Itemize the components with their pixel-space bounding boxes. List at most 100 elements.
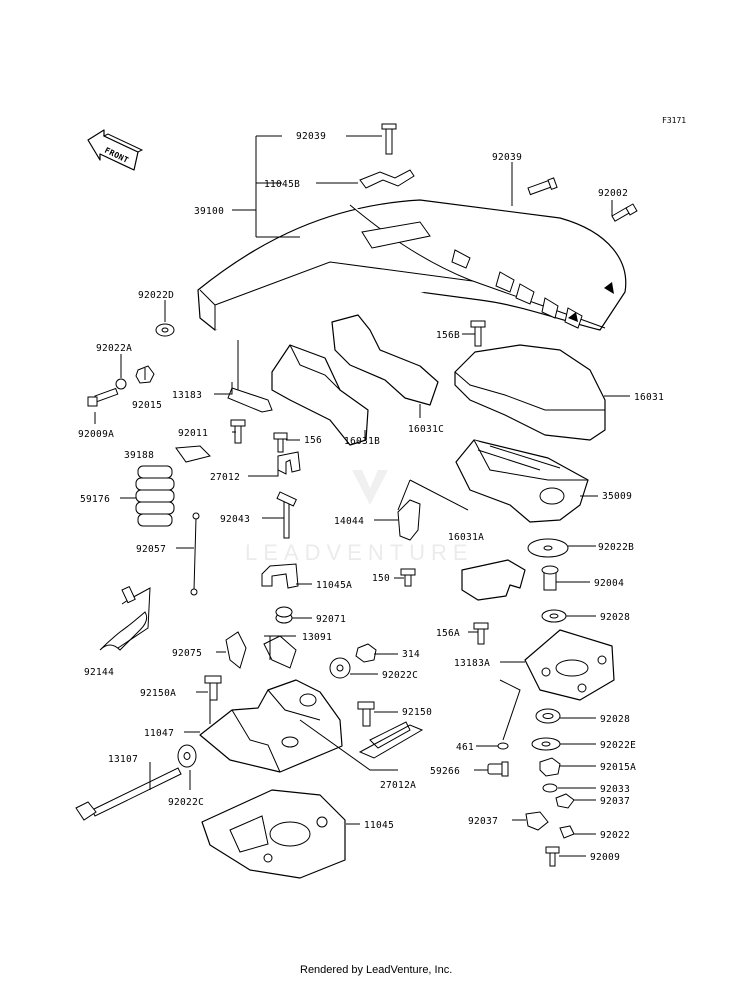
cushion-16031a-part (461, 559, 526, 601)
callout-92150a[interactable]: 92150A (140, 688, 176, 699)
washer-92022-part (559, 825, 575, 839)
washer-92022a-part (115, 378, 127, 390)
callout-14044[interactable]: 14044 (334, 516, 364, 527)
nut-92015a-part (539, 757, 561, 777)
callout-92150[interactable]: 92150 (402, 707, 432, 718)
rod-92043-part (276, 491, 297, 539)
callout-16031[interactable]: 16031 (634, 392, 664, 403)
bracket-14044-part (397, 499, 421, 541)
callout-11045b[interactable]: 11045B (264, 179, 300, 190)
bolt-150-part (404, 573, 412, 587)
callout-92002[interactable]: 92002 (598, 188, 628, 199)
callout-labels: 92039 11045B 39100 92039 92002 92022D 92… (78, 131, 664, 863)
bolt-92009-part (549, 851, 556, 867)
callout-92022c-b[interactable]: 92022C (168, 797, 204, 808)
boot-59176-part (135, 465, 175, 527)
cable-92057-part (190, 512, 200, 596)
callout-92022e[interactable]: 92022E (600, 740, 636, 751)
callout-13183[interactable]: 13183 (172, 390, 202, 401)
spring-92144-part (99, 585, 151, 651)
callout-11045a[interactable]: 11045A (316, 580, 352, 591)
callout-11047[interactable]: 11047 (144, 728, 174, 739)
callout-59266[interactable]: 59266 (430, 766, 460, 777)
callout-92037-b[interactable]: 92037 (468, 816, 498, 827)
screw-92039-right-part (527, 177, 558, 196)
callout-92144[interactable]: 92144 (84, 667, 114, 678)
callout-156a[interactable]: 156A (436, 628, 460, 639)
callout-13091[interactable]: 13091 (302, 632, 332, 643)
housing-11047-part (199, 679, 343, 773)
callout-13107[interactable]: 13107 (108, 754, 138, 765)
bracket-11045a-part (261, 563, 299, 589)
bracket-11045b-part (359, 169, 415, 189)
front-arrow-icon: FRONT (87, 129, 144, 171)
watermark-text: LEADVENTURE (245, 540, 474, 565)
callout-314[interactable]: 314 (402, 649, 420, 660)
callout-92022b[interactable]: 92022B (598, 542, 634, 553)
leader-lines (94, 135, 630, 857)
callout-92009[interactable]: 92009 (590, 852, 620, 863)
insulator-39188-part (175, 445, 211, 463)
callout-39188[interactable]: 39188 (124, 450, 154, 461)
callout-27012a[interactable]: 27012A (380, 780, 416, 791)
part-92075 (225, 631, 247, 669)
bolt-92009a-part (87, 387, 119, 407)
clamp-92037-a-part (555, 793, 575, 809)
callout-13183a[interactable]: 13183A (454, 658, 490, 669)
bolt-156b-part (474, 325, 482, 347)
bolt-156a-part (477, 627, 485, 645)
hood-39100-part (197, 199, 627, 331)
callout-27012[interactable]: 27012 (210, 472, 240, 483)
callout-150[interactable]: 150 (372, 573, 390, 584)
watermark-logo: LEADVENTURE (245, 470, 474, 565)
pad-16031c-part (331, 314, 439, 406)
callout-92057[interactable]: 92057 (136, 544, 166, 555)
bolt-92002-part (611, 203, 638, 222)
callout-92075[interactable]: 92075 (172, 648, 202, 659)
callout-39100[interactable]: 39100 (194, 206, 224, 217)
clip-27012-part (277, 451, 301, 475)
callout-92009a[interactable]: 92009A (78, 429, 114, 440)
callout-92033[interactable]: 92033 (600, 784, 630, 795)
callout-92011[interactable]: 92011 (178, 428, 208, 439)
plate-13183a-part (524, 629, 615, 701)
callout-92022c-a[interactable]: 92022C (382, 670, 418, 681)
bolt-92011-part (234, 424, 242, 444)
callout-92028-a[interactable]: 92028 (600, 612, 630, 623)
callout-16031c[interactable]: 16031C (408, 424, 444, 435)
callout-11045[interactable]: 11045 (364, 820, 394, 831)
clamp-92037-b-part (525, 811, 549, 831)
spacer-92004-part (543, 571, 557, 591)
steering-holder-35009-part (455, 439, 589, 523)
callout-92039-a[interactable]: 92039 (296, 131, 326, 142)
bracket-27012a-part (358, 721, 424, 759)
callout-92039-b[interactable]: 92039 (492, 152, 522, 163)
callout-92022a[interactable]: 92022A (96, 343, 132, 354)
callout-156[interactable]: 156 (304, 435, 322, 446)
callout-92004[interactable]: 92004 (594, 578, 624, 589)
part-13091 (263, 635, 297, 669)
callout-92022d[interactable]: 92022D (138, 290, 174, 301)
callout-92037-a[interactable]: 92037 (600, 796, 630, 807)
ring-461-part (497, 742, 509, 750)
callout-92028-b[interactable]: 92028 (600, 714, 630, 725)
callout-92015a[interactable]: 92015A (600, 762, 636, 773)
callout-92071[interactable]: 92071 (316, 614, 346, 625)
callout-59176[interactable]: 59176 (80, 494, 110, 505)
bolt-92150-part (362, 707, 371, 727)
bolt-13107-part (75, 767, 182, 821)
callout-92043[interactable]: 92043 (220, 514, 250, 525)
callout-16031b[interactable]: 16031B (344, 436, 380, 447)
callout-92022[interactable]: 92022 (600, 830, 630, 841)
bolt-92150a-part (209, 681, 218, 701)
callout-156b[interactable]: 156B (436, 330, 460, 341)
callout-92015[interactable]: 92015 (132, 400, 162, 411)
figure-id: F3171 (662, 116, 686, 125)
bracket-13183-part (227, 387, 273, 413)
callout-35009[interactable]: 35009 (602, 491, 632, 502)
pad-16031b-part (271, 344, 369, 446)
callout-16031a[interactable]: 16031A (448, 532, 484, 543)
callout-461[interactable]: 461 (456, 742, 474, 753)
base-plate-11045-part (201, 789, 346, 879)
